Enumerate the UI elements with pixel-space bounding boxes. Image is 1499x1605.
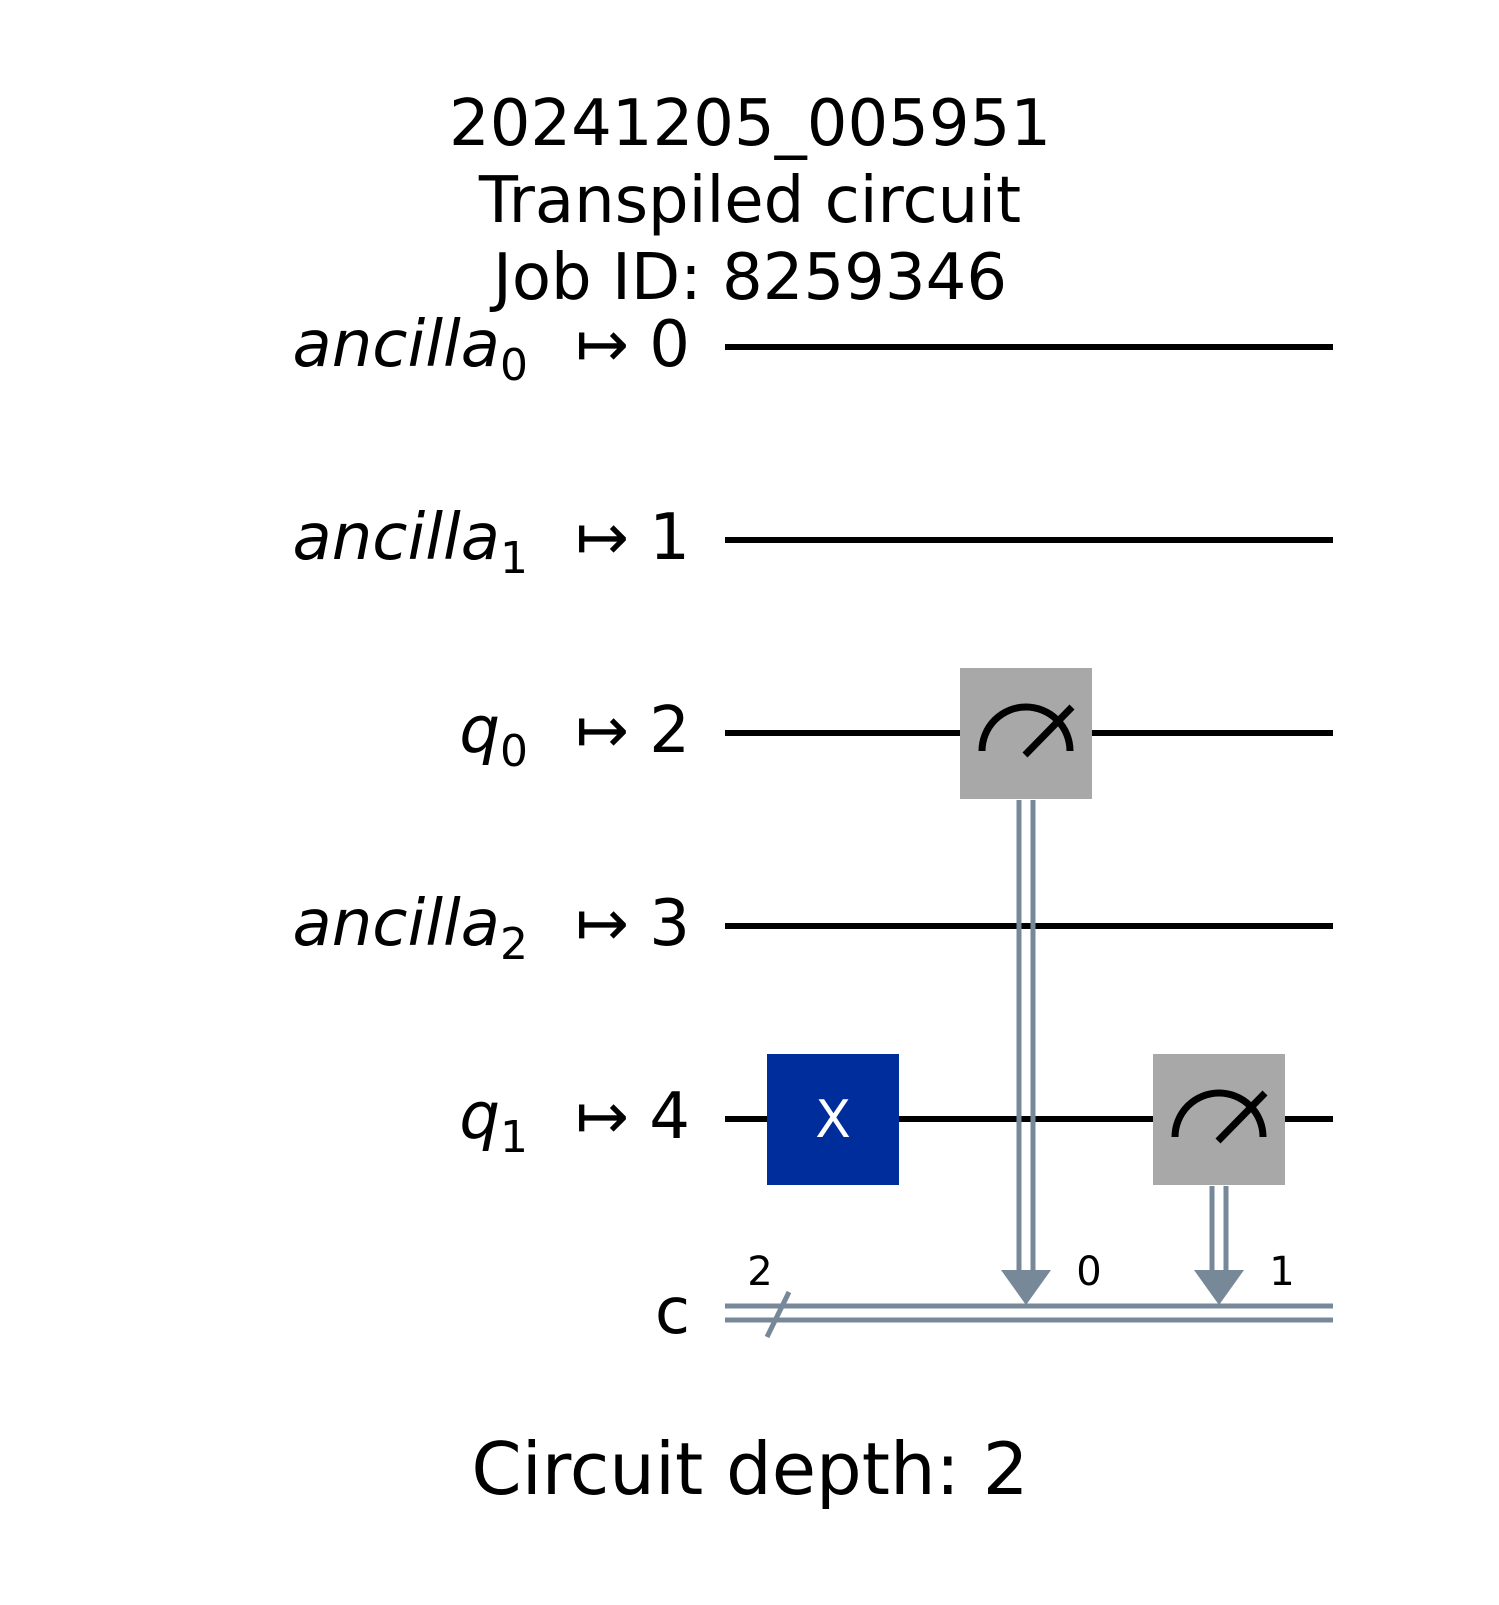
qubit-index: 2 <box>500 919 528 970</box>
measure-gate-box <box>1153 1054 1285 1185</box>
meter-icon <box>978 703 1075 758</box>
qubit-index: 0 <box>500 726 528 777</box>
qubit-name: ancilla <box>292 501 500 575</box>
classical-register-size: 2 <box>747 1249 772 1295</box>
classical-wire <box>725 1303 1333 1323</box>
header-job-id: Job ID: 8259346 <box>489 241 1007 315</box>
qubit-index: 0 <box>500 340 528 391</box>
header: 20241205_005951 Transpiled circuit Job I… <box>449 87 1051 315</box>
measure-connector-0 <box>1001 800 1051 1305</box>
qubit-mapping-3: ↦ 3 <box>575 887 690 961</box>
measure-gate-1 <box>1153 1054 1285 1185</box>
qubit-mapping-0: ↦ 0 <box>575 308 690 382</box>
qubit-label-1: ancilla1 <box>292 501 528 584</box>
x-gate-label: X <box>815 1090 851 1150</box>
x-gate-box <box>767 1054 899 1185</box>
qubit-name: q <box>459 1080 500 1154</box>
qubit-mapping-2: ↦ 2 <box>575 694 690 768</box>
arrow-down-icon <box>1001 1270 1051 1305</box>
qubit-labels: ancilla0 ↦ 0 ancilla1 ↦ 1 q0 ↦ 2 ancilla… <box>292 308 690 1349</box>
measure-gate-0 <box>960 668 1092 799</box>
qubit-name: ancilla <box>292 887 500 961</box>
x-gate: X <box>767 1054 899 1185</box>
clbit-index-0: 0 <box>1076 1249 1101 1295</box>
qubit-name: q <box>459 694 500 768</box>
qubit-name: ancilla <box>292 308 500 382</box>
arrow-down-icon <box>1194 1270 1244 1305</box>
header-timestamp: 20241205_005951 <box>449 87 1051 161</box>
qubit-label-4: q1 <box>459 1080 528 1163</box>
qubit-index: 1 <box>500 1112 528 1163</box>
qubit-label-3: ancilla2 <box>292 887 528 970</box>
qubit-mapping-1: ↦ 1 <box>575 501 690 575</box>
qubit-label-2: q0 <box>459 694 528 777</box>
header-subtitle: Transpiled circuit <box>478 164 1021 238</box>
clbit-index-1: 1 <box>1269 1249 1294 1295</box>
meter-icon <box>1171 1089 1268 1144</box>
qubit-label-0: ancilla0 <box>292 308 528 391</box>
qubit-mapping-4: ↦ 4 <box>575 1080 690 1154</box>
qubit-index: 1 <box>500 533 528 584</box>
measure-gate-box <box>960 668 1092 799</box>
slash-icon <box>764 1290 792 1339</box>
measure-connector-1 <box>1194 1186 1244 1305</box>
classical-register-label: c <box>655 1275 690 1349</box>
circuit-depth: Circuit depth: 2 <box>471 1427 1028 1511</box>
